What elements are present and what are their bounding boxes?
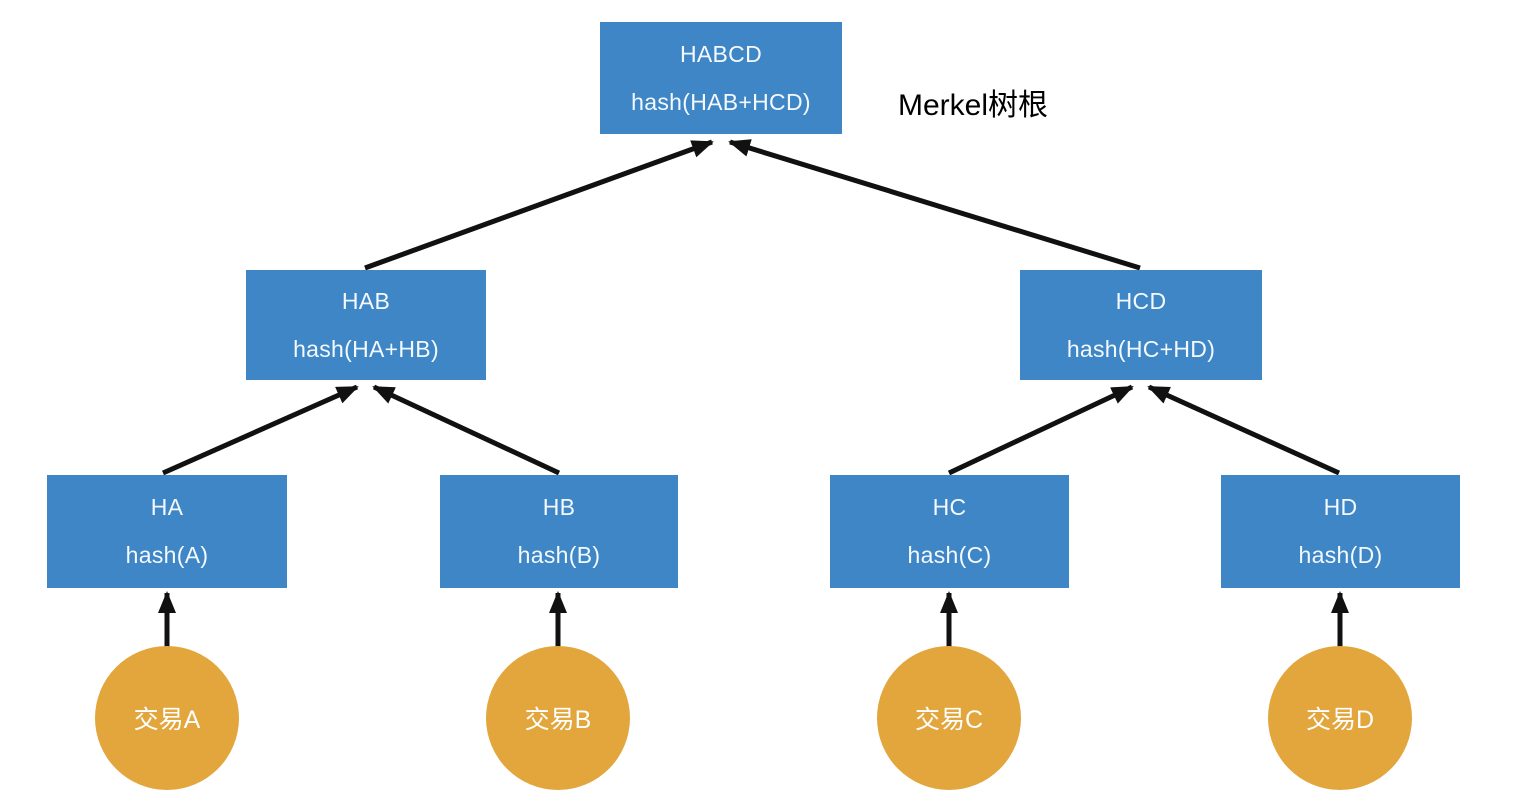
node-formula: hash(A) bbox=[125, 542, 209, 568]
node-hab: HAB hash(HA+HB) bbox=[246, 270, 486, 380]
node-formula: hash(B) bbox=[517, 542, 601, 568]
transaction-label: 交易D bbox=[1305, 706, 1375, 734]
node-formula: hash(D) bbox=[1298, 542, 1383, 568]
node-hb: HB hash(B) bbox=[440, 475, 678, 588]
node-title: HD bbox=[1323, 494, 1358, 520]
node-hc: HC hash(C) bbox=[830, 475, 1069, 588]
transaction-label: 交易C bbox=[914, 706, 984, 734]
node-formula: hash(C) bbox=[907, 542, 992, 568]
transaction-b-circle: 交易B bbox=[486, 646, 630, 790]
node-title: HA bbox=[150, 494, 184, 520]
node-hcd: HCD hash(HC+HD) bbox=[1020, 270, 1262, 380]
node-title: HAB bbox=[341, 287, 391, 314]
node-root-habcd: HABCD hash(HAB+HCD) bbox=[600, 22, 842, 134]
transaction-d-circle: 交易D bbox=[1268, 646, 1412, 790]
edge-hb-hab bbox=[372, 384, 561, 476]
edge-hc-hcd bbox=[947, 384, 1134, 476]
transaction-label: 交易A bbox=[133, 706, 201, 734]
edge-hcd-root bbox=[728, 139, 1141, 271]
node-title: HB bbox=[542, 494, 576, 520]
edge-hab-root bbox=[364, 139, 714, 271]
node-hd: HD hash(D) bbox=[1221, 475, 1460, 588]
merkle-root-label: Merkel树根 bbox=[898, 89, 1049, 122]
node-formula: hash(HA+HB) bbox=[293, 335, 439, 362]
node-formula: hash(HC+HD) bbox=[1066, 335, 1216, 362]
transaction-c-circle: 交易C bbox=[877, 646, 1021, 790]
node-title: HC bbox=[932, 494, 967, 520]
edge-ha-hab bbox=[161, 384, 359, 476]
transaction-label: 交易B bbox=[524, 706, 592, 734]
edge-hd-hcd bbox=[1147, 384, 1341, 476]
node-ha: HA hash(A) bbox=[47, 475, 287, 588]
transaction-a-circle: 交易A bbox=[95, 646, 239, 790]
node-formula: hash(HAB+HCD) bbox=[631, 88, 811, 115]
node-title: HCD bbox=[1115, 287, 1167, 314]
node-title: HABCD bbox=[679, 40, 762, 67]
